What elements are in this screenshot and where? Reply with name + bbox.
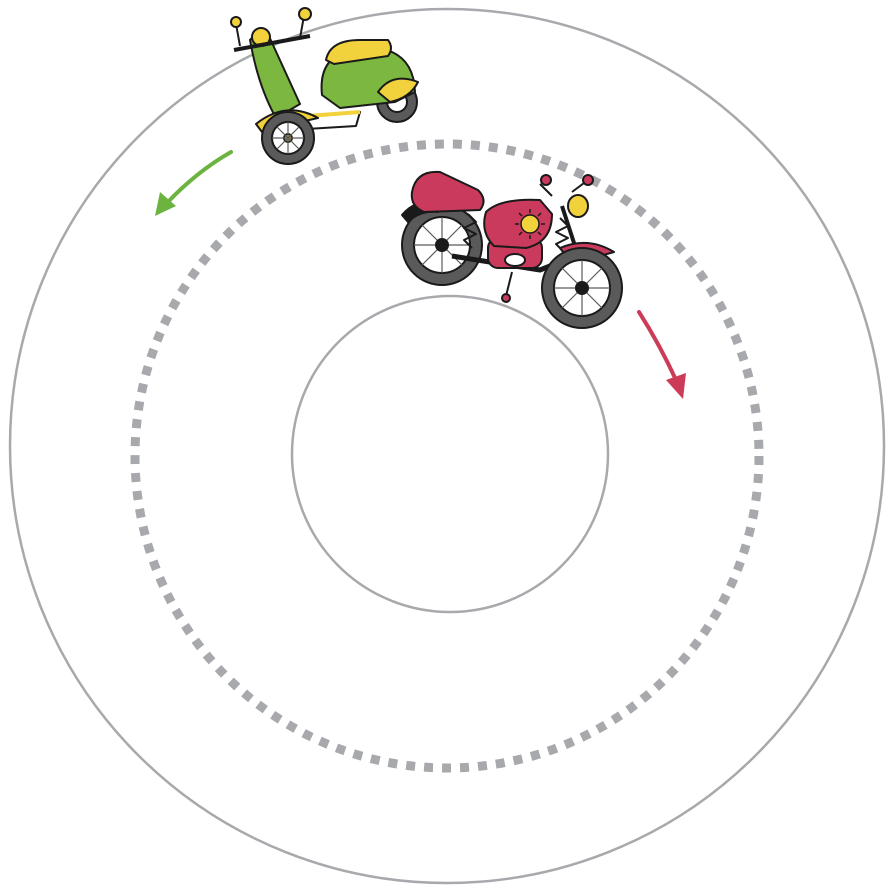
scooter-direction-arrow (155, 152, 231, 216)
motorcycle-icon (402, 172, 622, 328)
outer-track-boundary (10, 9, 884, 883)
scooter-icon (231, 8, 418, 164)
inner-track-boundary (292, 296, 608, 612)
motorcycle-direction-arrow (639, 312, 686, 399)
